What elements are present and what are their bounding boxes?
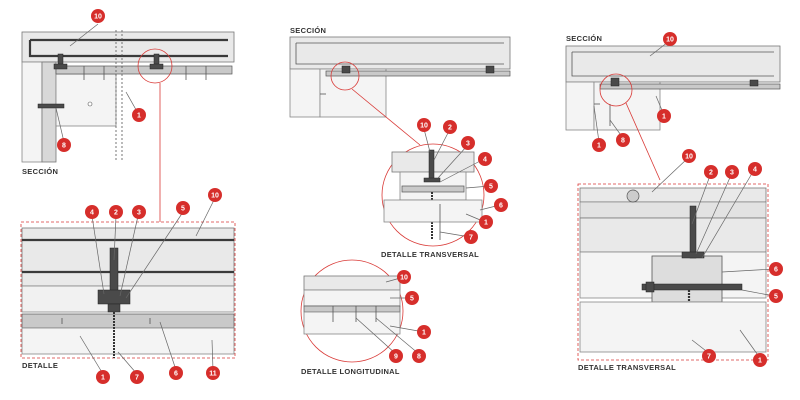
panel-3-callout: 10: [682, 149, 696, 163]
svg-text:4: 4: [483, 157, 487, 164]
panel-2-callout: 1: [479, 215, 493, 229]
panel-2-callout: 1: [417, 325, 431, 339]
svg-text:6: 6: [499, 203, 503, 210]
panel-1: SECCIÓN DETALLE: [20, 9, 236, 384]
panel-3-callout: 1: [753, 353, 767, 367]
panel-2-section-label: SECCIÓN: [290, 26, 326, 35]
svg-text:1: 1: [597, 143, 601, 150]
panel-2-callout: 4: [478, 152, 492, 166]
svg-text:3: 3: [466, 141, 470, 148]
panel-2-section-view: [289, 36, 511, 146]
panel-1-detail-label: DETALLE: [22, 361, 58, 370]
panel-3-callout: 10: [663, 32, 677, 46]
panel-3-callout: 7: [702, 349, 716, 363]
svg-text:10: 10: [400, 275, 408, 282]
panel-2-callout: 9: [389, 349, 403, 363]
panel-3-section-view: [565, 41, 781, 181]
svg-text:10: 10: [94, 14, 102, 21]
panel-1-callout: 4: [85, 205, 99, 219]
panel-3-callout: 4: [748, 162, 762, 176]
panel-2-callout: 10: [417, 118, 431, 132]
svg-text:1: 1: [484, 220, 488, 227]
panel-1-detail-view: DETALLE: [20, 197, 236, 375]
svg-text:7: 7: [135, 375, 139, 382]
svg-text:6: 6: [174, 371, 178, 378]
svg-text:5: 5: [774, 294, 778, 301]
svg-text:6: 6: [774, 267, 778, 274]
svg-text:1: 1: [758, 358, 762, 365]
panel-2: SECCIÓN DETALLE TRANSVERSAL: [289, 26, 511, 376]
svg-text:3: 3: [730, 170, 734, 177]
panel-1-callout: 7: [130, 370, 144, 384]
panel-2-callout: 3: [461, 136, 475, 150]
panel-1-section-label: SECCIÓN: [22, 167, 58, 176]
svg-text:5: 5: [410, 296, 414, 303]
panel-2-callout: 8: [412, 349, 426, 363]
panel-1-callout: 5: [176, 201, 190, 215]
panel-1-section-view: SECCIÓN: [21, 23, 235, 222]
panel-3-section-label: SECCIÓN: [566, 34, 602, 43]
panel-3-callout: 8: [616, 133, 630, 147]
panel-1-callout: 6: [169, 366, 183, 380]
panel-3-callout: 6: [769, 262, 783, 276]
panel-1-callout: 10: [208, 188, 222, 202]
panel-2-longitudinal-label: DETALLE LONGITUDINAL: [301, 367, 400, 376]
panel-1-callout: 10: [91, 9, 105, 23]
svg-text:5: 5: [489, 184, 493, 191]
panel-2-callout: 10: [397, 270, 411, 284]
panel-2-transversal-label: DETALLE TRANSVERSAL: [381, 250, 479, 259]
panel-2-callout: 5: [405, 291, 419, 305]
svg-text:7: 7: [469, 235, 473, 242]
panel-3-transversal-detail: DETALLE TRANSVERSAL: [577, 157, 775, 372]
svg-text:10: 10: [666, 37, 674, 44]
panel-1-callout: 1: [132, 108, 146, 122]
svg-text:1: 1: [101, 375, 105, 382]
panel-1-callout: 8: [57, 138, 71, 152]
svg-text:8: 8: [62, 143, 66, 150]
panel-3-callout: 1: [592, 138, 606, 152]
panel-1-callout: 2: [109, 205, 123, 219]
svg-text:10: 10: [420, 123, 428, 130]
panel-1-callout: 1: [96, 370, 110, 384]
svg-text:3: 3: [137, 210, 141, 217]
svg-text:4: 4: [753, 167, 757, 174]
svg-text:7: 7: [707, 354, 711, 361]
svg-text:10: 10: [211, 193, 219, 200]
panel-2-callout: 2: [443, 120, 457, 134]
panel-3-callout: 3: [725, 165, 739, 179]
panel-3-callout: 1: [657, 109, 671, 123]
svg-text:10: 10: [685, 154, 693, 161]
panel-3-transversal-label: DETALLE TRANSVERSAL: [578, 363, 676, 372]
panel-2-callout: 6: [494, 198, 508, 212]
panel-3-callout: 2: [704, 165, 718, 179]
panel-2-callout: 7: [464, 230, 478, 244]
svg-text:2: 2: [114, 210, 118, 217]
svg-text:2: 2: [709, 170, 713, 177]
panel-2-callout: 5: [484, 179, 498, 193]
panel-3: SECCIÓN: [565, 32, 783, 372]
svg-text:1: 1: [662, 114, 666, 121]
svg-text:2: 2: [448, 125, 452, 132]
panel-3-callout: 5: [769, 289, 783, 303]
svg-text:1: 1: [137, 113, 141, 120]
panel-1-callout: 3: [132, 205, 146, 219]
svg-text:9: 9: [394, 354, 398, 361]
svg-text:1: 1: [422, 330, 426, 337]
svg-text:8: 8: [417, 354, 421, 361]
svg-text:8: 8: [621, 138, 625, 145]
panel-1-callout: 11: [206, 366, 220, 380]
panel-2-longitudinal-detail: DETALLE LONGITUDINAL: [300, 259, 425, 376]
svg-text:11: 11: [209, 371, 217, 378]
svg-text:4: 4: [90, 210, 94, 217]
panel-2-transversal-detail: DETALLE TRANSVERSAL: [381, 128, 501, 259]
svg-text:5: 5: [181, 206, 185, 213]
